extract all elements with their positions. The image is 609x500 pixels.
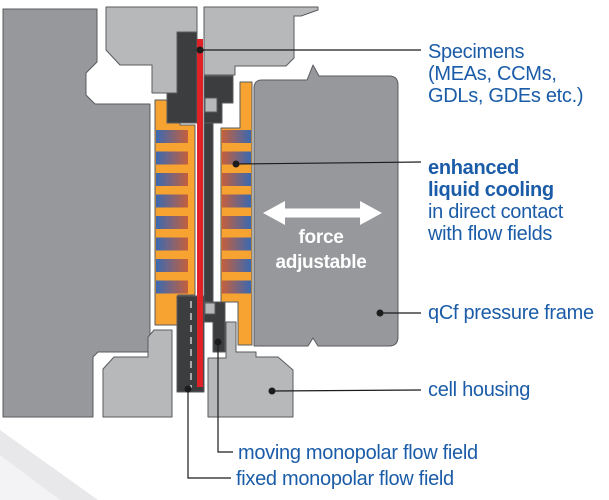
pressure-frame-left-block xyxy=(2,8,151,418)
leader-moving-flow-field xyxy=(217,342,233,453)
leader-dot-cell-housing xyxy=(268,387,276,395)
cooling-channels-right xyxy=(222,130,251,294)
label-cooling-line4: with flow fields xyxy=(427,223,552,245)
label-specimens-line2: (MEAs, CCMs, xyxy=(428,63,557,85)
leader-fixed-flow-field xyxy=(187,389,231,479)
cooling-column-right xyxy=(220,81,253,346)
leader-dot-fixed-flow-field xyxy=(184,385,192,393)
cell-housing-left xyxy=(102,329,173,418)
leader-dot-cooling xyxy=(232,160,240,168)
force-double-arrow-icon xyxy=(263,201,382,225)
label-cooling-line3: in direct contact xyxy=(428,201,564,223)
cooling-channels-left xyxy=(156,130,188,294)
moving-flow-field-plate xyxy=(203,122,214,304)
label-specimens-line3: GDLs, GDEs etc.) xyxy=(428,85,583,107)
label-cooling-bold2: liquid cooling xyxy=(428,179,554,201)
fixed-flow-field-top xyxy=(166,31,198,124)
label-moving-flow-field: moving monopolar flow field xyxy=(238,442,478,464)
label-cooling-bold1: enhanced xyxy=(428,157,519,179)
moving-flow-field-top-notch xyxy=(204,97,218,113)
specimen-layer xyxy=(197,39,203,387)
label-cell-housing: cell housing xyxy=(428,379,530,401)
leader-dot-pressure-frame xyxy=(376,309,384,317)
leader-dot-specimens xyxy=(196,46,204,54)
force-label-line1: force xyxy=(299,227,344,248)
background-wedge-inner xyxy=(0,455,60,500)
top-piston-right xyxy=(203,6,319,76)
pressure-frame-right-block xyxy=(253,64,399,347)
label-fixed-flow-field: fixed monopolar flow field xyxy=(236,468,454,490)
leader-cell-housing xyxy=(271,389,422,392)
force-label-line2: adjustable xyxy=(276,252,367,273)
label-specimens-line1: Specimens xyxy=(428,41,525,63)
leader-cooling xyxy=(235,161,422,165)
moving-flow-field-bottom-notch xyxy=(204,302,216,315)
leader-dot-moving-flow-field xyxy=(214,338,222,346)
label-pressure-frame: qCf pressure frame xyxy=(428,302,594,324)
